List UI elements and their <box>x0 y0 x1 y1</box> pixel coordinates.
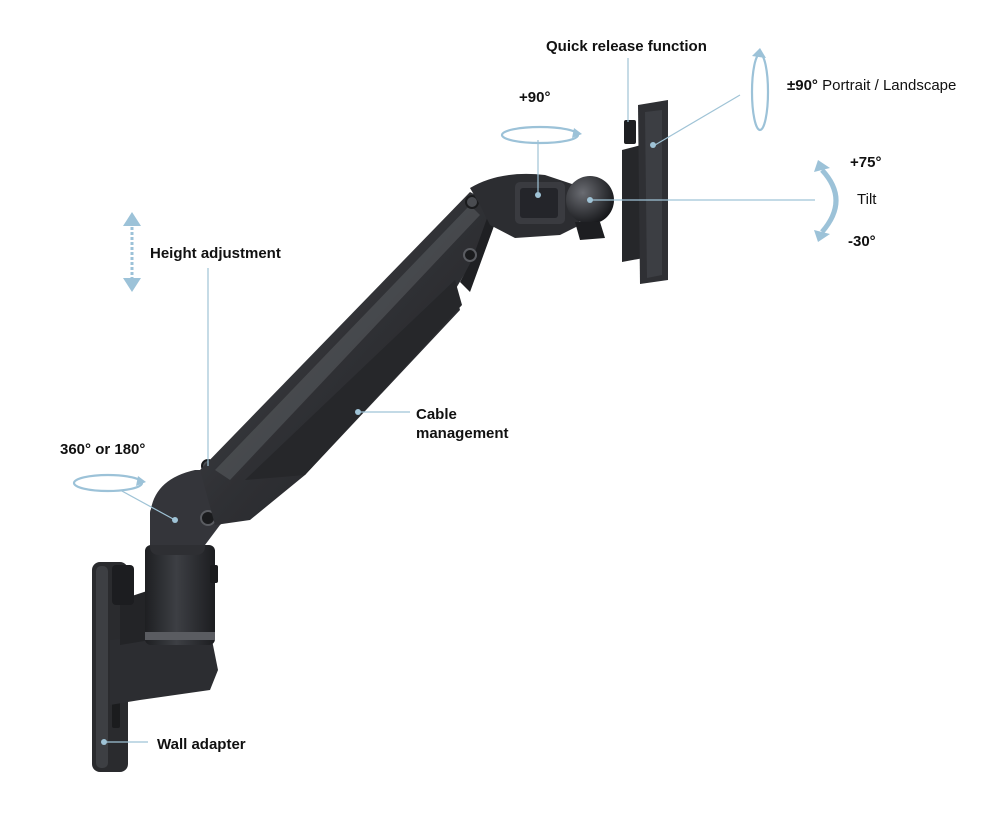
vesa-plate <box>622 100 668 284</box>
wall-bracket <box>110 565 218 705</box>
ball-joint <box>566 176 614 240</box>
cable-line2: management <box>416 425 509 442</box>
base-rotation-icon <box>72 473 146 493</box>
swivel-top-label: +90° <box>519 89 551 106</box>
quick-release-label: Quick release function <box>546 38 707 55</box>
portrait-text: Portrait / Landscape <box>822 77 957 94</box>
gas-spring-arm <box>200 192 498 525</box>
base-rotation-label: 360° or 180° <box>60 441 146 458</box>
portrait-rotation-icon <box>750 48 770 132</box>
portrait-value: ±90° <box>787 77 818 94</box>
wall-adapter-label: Wall adapter <box>157 736 246 753</box>
tilt-up-label: +75° <box>850 154 882 171</box>
height-adjustment-label: Height adjustment <box>150 245 281 262</box>
cable-management-label: Cable management <box>416 405 509 443</box>
upper-forearm <box>470 173 580 238</box>
leader-lines <box>104 58 815 743</box>
base-rotation-leader <box>119 489 176 521</box>
tilt-label: Tilt <box>857 191 877 208</box>
tilt-arrow-icon <box>814 160 839 242</box>
cable-line1: Cable <box>416 406 457 423</box>
height-arrow-icon <box>123 212 141 292</box>
tilt-down-label: -30° <box>848 233 876 250</box>
swivel-rotation-icon <box>500 125 582 145</box>
quick-release-latch <box>624 120 636 144</box>
portrait-landscape-label: ±90° Portrait / Landscape <box>787 76 956 95</box>
portrait-leader <box>654 94 741 146</box>
